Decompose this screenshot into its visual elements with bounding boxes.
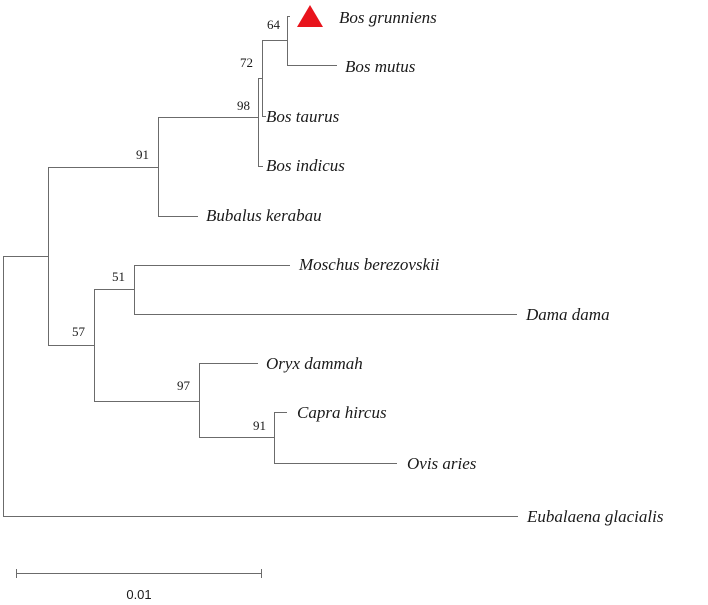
taxon-label-moschus-berezovskii: Moschus berezovskii <box>298 255 440 274</box>
support-value-caprinae: 97 <box>177 378 191 393</box>
taxon-label-bos-indicus: Bos indicus <box>266 156 345 175</box>
taxon-label-capra-hircus: Capra hircus <box>297 403 387 422</box>
taxon-label-bubalus-kerabau: Bubalus kerabau <box>206 206 322 225</box>
taxon-label-eubalaena-glacialis: Eubalaena glacialis <box>526 507 664 526</box>
support-value-moschus-dama: 51 <box>112 269 125 284</box>
support-value-capra-ovis: 91 <box>253 418 266 433</box>
taxon-label-dama-dama: Dama dama <box>525 305 610 324</box>
support-value-grunniens-mutus: 64 <box>267 17 281 32</box>
support-value-bovini: 91 <box>136 147 149 162</box>
support-value-bos-clade: 98 <box>237 98 250 113</box>
taxon-label-ovis-aries: Ovis aries <box>407 454 477 473</box>
taxon-label-bos-taurus: Bos taurus <box>266 107 340 126</box>
support-value-cervid-caprine: 57 <box>72 324 86 339</box>
support-value-mutus-clade: 72 <box>240 55 253 70</box>
taxon-label-bos-mutus: Bos mutus <box>345 57 416 76</box>
scale-bar-label: 0.01 <box>126 587 151 602</box>
taxon-label-oryx-dammah: Oryx dammah <box>266 354 363 373</box>
taxon-label-bos-grunniens: Bos grunniens <box>339 8 437 27</box>
triangle-marker-icon <box>297 5 323 27</box>
